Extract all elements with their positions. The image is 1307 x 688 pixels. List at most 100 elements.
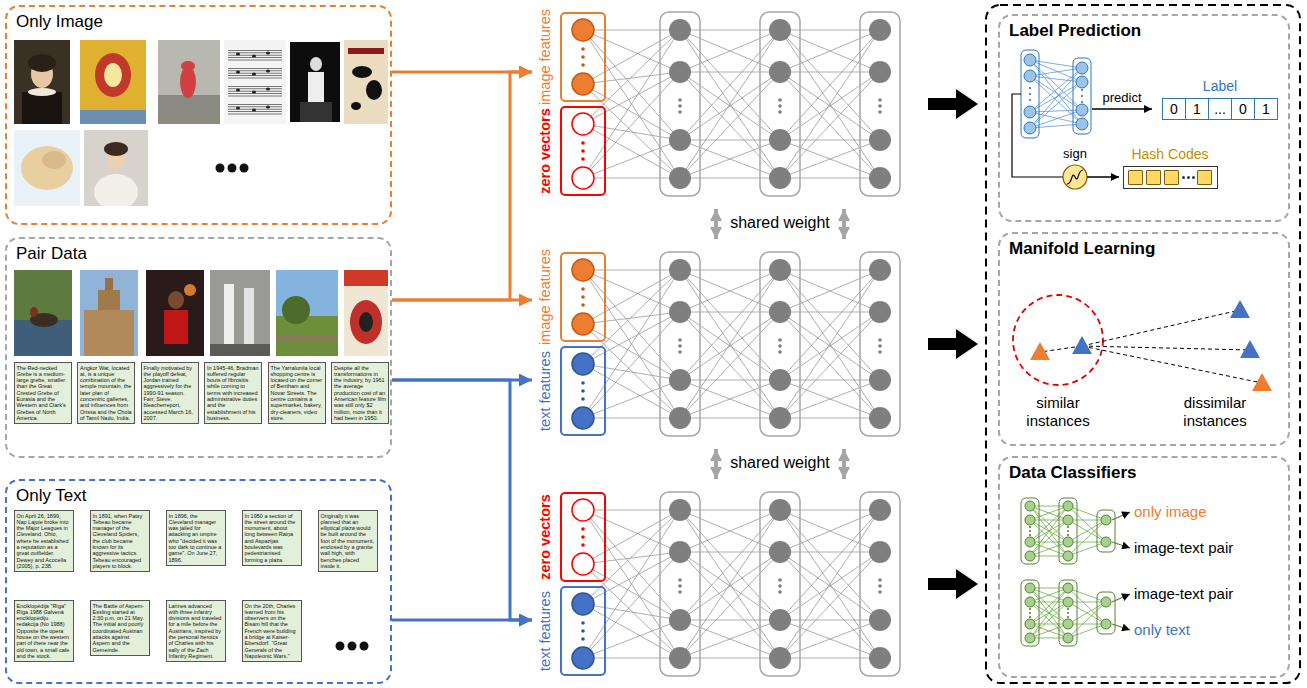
- connection-line: [1030, 638, 1068, 639]
- ellipsis-dot: [778, 578, 782, 582]
- connection-line: [583, 324, 680, 380]
- connection-line: [1068, 624, 1106, 625]
- neuron: [769, 167, 791, 189]
- layer-outline: [860, 492, 900, 676]
- image-shape: [84, 310, 134, 356]
- connection-line: [583, 510, 680, 658]
- connection-line: [680, 270, 780, 312]
- ellipsis-dot: [360, 642, 369, 651]
- shared-weight-arrow: [714, 209, 718, 239]
- connection-line: [1068, 602, 1106, 624]
- connection-line: [583, 620, 680, 658]
- connection-line: [583, 418, 680, 419]
- image-shape: [266, 69, 270, 72]
- neuron: [1063, 537, 1073, 547]
- ellipsis-dot: [878, 590, 882, 594]
- connection-line: [583, 380, 680, 418]
- cluster-label: similar instances: [1016, 394, 1100, 430]
- image-shape: [359, 312, 373, 332]
- connection-line: [1068, 542, 1106, 543]
- image-shape: [228, 50, 282, 52]
- connection-line: [780, 510, 880, 552]
- hash-bit: [1146, 170, 1161, 185]
- snippet-text: In 1891, when Patsy Tebeau became manage…: [93, 513, 147, 570]
- connection-line: [583, 270, 680, 380]
- image-shape: [98, 290, 120, 310]
- connection-line: [680, 380, 780, 418]
- text-snippet: On April 26, 1899, Nap Lajoie broke into…: [14, 510, 74, 573]
- connection-line: [680, 270, 780, 418]
- connection-line: [780, 620, 880, 621]
- connection-line: [680, 72, 780, 140]
- connection-line: [1068, 520, 1106, 542]
- connection-line: [780, 552, 880, 620]
- connection-line: [780, 620, 880, 658]
- layer-outline: [1073, 58, 1091, 134]
- output-arrow: [1112, 624, 1130, 630]
- neuron: [1063, 597, 1073, 607]
- snippet-text: The Yarralumla local shopping centre is …: [271, 365, 323, 422]
- hash-bit: [1164, 170, 1179, 185]
- image-ground: [276, 270, 338, 356]
- neuron: [1076, 62, 1088, 74]
- connection-line: [780, 72, 880, 140]
- objective-box: Label01...01Hash CodesLabel Prediction: [998, 14, 1290, 222]
- ellipsis-dot: [240, 164, 249, 173]
- ellipsis-dot: [581, 149, 585, 153]
- connection-line: [583, 510, 680, 511]
- thumbnail-image: [158, 40, 220, 124]
- sign-function: [1063, 165, 1087, 189]
- connection-line: [583, 72, 680, 84]
- cluster-label: dissimilar instances: [1167, 394, 1263, 430]
- image-shape: [310, 57, 322, 71]
- ellipsis-dot: [778, 110, 782, 114]
- text-snippet: The Yarralumla local shopping centre is …: [268, 362, 326, 425]
- neuron: [669, 167, 691, 189]
- neuron: [869, 647, 891, 669]
- text-snippet: Finally motivated by the playoff defeat,…: [141, 362, 199, 425]
- image-shape: [236, 70, 240, 73]
- ellipsis-dot: [1081, 95, 1083, 97]
- text-snippet: In 1950 a section of the street around t…: [242, 510, 302, 567]
- connection-line: [583, 510, 680, 604]
- ellipsis-dot: [581, 55, 585, 59]
- connection-line: [1030, 60, 1082, 68]
- connection-line: [680, 552, 780, 553]
- connection-line: [1030, 542, 1068, 556]
- ellipsis-dot: [678, 584, 682, 588]
- hash-heading: Hash Codes: [1122, 146, 1218, 163]
- data-flow-arrow: [392, 619, 532, 622]
- connection-line: [1030, 624, 1068, 625]
- ellipsis-dot: [581, 287, 585, 291]
- image-shape: [308, 72, 324, 102]
- neuron: [1024, 54, 1036, 66]
- ellipsis-dot: [581, 621, 585, 625]
- thumbnail-image: [276, 270, 338, 356]
- connection-line: [583, 312, 680, 418]
- ellipsis-dot: [678, 344, 682, 348]
- neuron: [869, 369, 891, 391]
- panel-title: Manifold Learning: [1000, 234, 1288, 264]
- image-shape: [104, 142, 128, 156]
- feature-label: text features: [534, 581, 556, 681]
- panel-title: Pair Data: [7, 239, 390, 269]
- image-ground: [14, 130, 80, 206]
- connection-line: [583, 270, 680, 364]
- ellipsis-dot: [1029, 612, 1031, 614]
- connection-line: [780, 140, 880, 178]
- neuron: [869, 499, 891, 521]
- image-shape: [366, 80, 382, 100]
- arrow-label: predict: [1092, 90, 1152, 106]
- image-shape: [228, 52, 282, 54]
- image-ground: [80, 40, 146, 124]
- neuron: [1025, 597, 1035, 607]
- text-snippet: Angkor Wat, located at, is a unique comb…: [77, 362, 135, 425]
- image-shape: [252, 72, 256, 75]
- class-label: image-text pair: [1134, 585, 1284, 603]
- ellipsis-dot: [678, 578, 682, 582]
- connection-line: [583, 270, 680, 312]
- feature-label: zero vectors: [534, 101, 556, 201]
- ellipsis-dot: [581, 303, 585, 307]
- connection-line: [1030, 588, 1068, 638]
